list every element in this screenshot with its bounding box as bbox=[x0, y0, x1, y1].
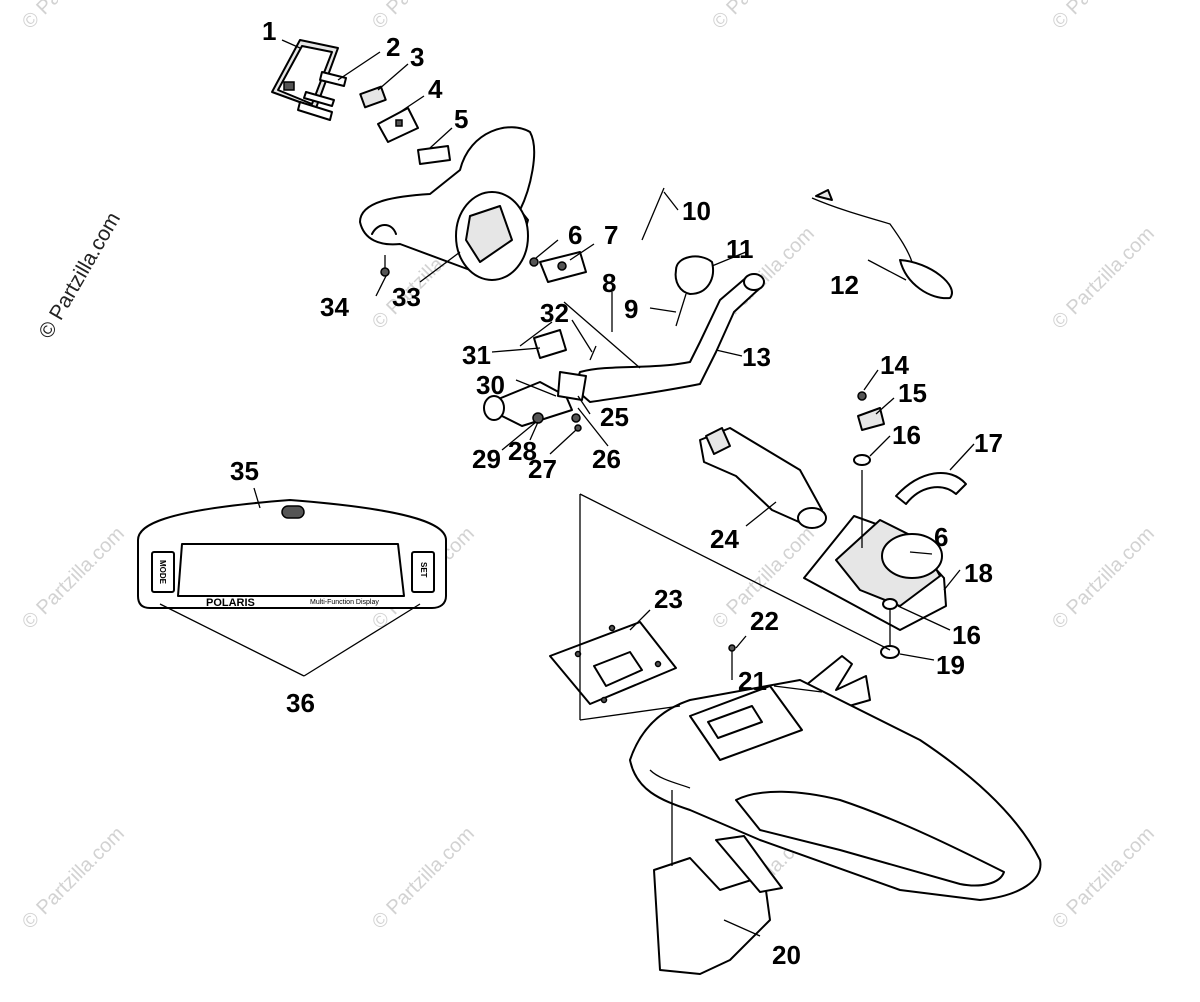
callout-7: 7 bbox=[604, 220, 618, 250]
callout-26: 26 bbox=[592, 444, 621, 474]
callout-13: 13 bbox=[742, 342, 771, 372]
callout-5: 5 bbox=[454, 104, 468, 134]
part-11-throttle-switch bbox=[674, 255, 714, 327]
callout-6: 6 bbox=[934, 522, 948, 552]
part-32-grip-clip bbox=[533, 329, 567, 359]
display-subtitle: Multi-Function Display bbox=[310, 599, 379, 606]
callout-34: 34 bbox=[320, 292, 349, 322]
callout-17: 17 bbox=[974, 428, 1003, 458]
callout-23: 23 bbox=[654, 584, 683, 614]
part-5-stem bbox=[417, 145, 451, 165]
part-13-handlebar bbox=[573, 273, 765, 403]
display-brand: POLARIS bbox=[206, 597, 255, 609]
part-10-cable bbox=[641, 187, 665, 241]
part-34-screw bbox=[380, 255, 390, 277]
leader-lines bbox=[159, 39, 975, 937]
part-3-clip bbox=[359, 85, 387, 109]
callout-29: 29 bbox=[472, 444, 501, 474]
callout-31: 31 bbox=[462, 340, 491, 370]
part-16-washer bbox=[882, 598, 898, 610]
callout-9: 9 bbox=[624, 294, 638, 324]
callout-4: 4 bbox=[428, 74, 443, 104]
watermark: © Partzilla.com bbox=[708, 0, 819, 34]
callout-20: 20 bbox=[772, 940, 801, 970]
callout-1: 1 bbox=[262, 16, 276, 46]
part-31-pin bbox=[519, 321, 553, 347]
watermark: © Partzilla.com bbox=[1048, 223, 1159, 334]
watermark: © Partzilla.com bbox=[18, 0, 129, 34]
part-2-bolts bbox=[297, 71, 347, 121]
part-19-washer bbox=[880, 645, 900, 659]
callouts: 1 2 3 4 5 6 7 8 9 10 11 12 13 14 15 16 1… bbox=[230, 16, 1003, 970]
part-35-display-cover: MODE SET POLARIS Multi-Function Display bbox=[137, 499, 447, 609]
callout-21: 21 bbox=[738, 666, 767, 696]
callout-35: 35 bbox=[230, 456, 259, 486]
callout-32: 32 bbox=[540, 298, 569, 328]
watermark: © Partzilla.com bbox=[1048, 523, 1159, 634]
callout-16: 16 bbox=[892, 420, 921, 450]
part-14-screw bbox=[857, 391, 867, 401]
watermark: © Partzilla.com bbox=[18, 523, 129, 634]
watermark: © Partzilla.com bbox=[368, 823, 479, 934]
part-33-handlebar-pod bbox=[359, 126, 536, 281]
part-23-mounting-plate bbox=[549, 621, 677, 705]
part-6-bolt bbox=[529, 257, 539, 267]
callout-11: 11 bbox=[726, 234, 754, 264]
part-7-clamp bbox=[539, 251, 587, 283]
mode-button-label: MODE bbox=[158, 560, 167, 585]
callout-19: 19 bbox=[936, 650, 965, 680]
callout-12: 12 bbox=[830, 270, 859, 300]
hood-cowl bbox=[629, 679, 1042, 901]
callout-33: 33 bbox=[392, 282, 421, 312]
part-20-lower-bracket bbox=[653, 790, 783, 975]
callout-14: 14 bbox=[880, 350, 909, 380]
part-4-connector bbox=[377, 107, 419, 143]
callout-30: 30 bbox=[476, 370, 505, 400]
callout-18: 18 bbox=[964, 558, 993, 588]
callout-28: 28 bbox=[508, 436, 537, 466]
callout-27: 27 bbox=[528, 454, 557, 484]
callout-15: 15 bbox=[898, 378, 927, 408]
watermark: © Partzilla.com bbox=[1048, 0, 1159, 34]
callout-22: 22 bbox=[750, 606, 779, 636]
part-15-bracket bbox=[857, 407, 885, 431]
callout-16: 16 bbox=[952, 620, 981, 650]
callout-25: 25 bbox=[600, 402, 629, 432]
callout-10: 10 bbox=[682, 196, 711, 226]
callout-2: 2 bbox=[386, 32, 400, 62]
watermark: © Partzilla.com bbox=[1048, 823, 1159, 934]
part-16-washer bbox=[853, 454, 871, 466]
side-copyright: © Partzilla.com bbox=[34, 208, 125, 342]
part-12-tether-lanyard bbox=[811, 189, 953, 300]
callout-3: 3 bbox=[410, 42, 424, 72]
part-26-28-hardware bbox=[532, 345, 597, 432]
callout-6: 6 bbox=[568, 220, 582, 250]
set-button-label: SET bbox=[419, 562, 428, 578]
callout-24: 24 bbox=[710, 524, 739, 554]
part-1-display-lens bbox=[271, 39, 339, 109]
part-22-screw-head bbox=[728, 644, 736, 652]
callout-36: 36 bbox=[286, 688, 315, 718]
part-18-steering-housing bbox=[803, 470, 947, 631]
part-30-grip bbox=[483, 371, 587, 427]
watermark: © Partzilla.com bbox=[18, 823, 129, 934]
callout-8: 8 bbox=[602, 268, 616, 298]
watermark: © Partzilla.com bbox=[368, 0, 479, 34]
part-24-steering-tube bbox=[699, 427, 827, 529]
part-17-arc-trim bbox=[895, 471, 967, 505]
